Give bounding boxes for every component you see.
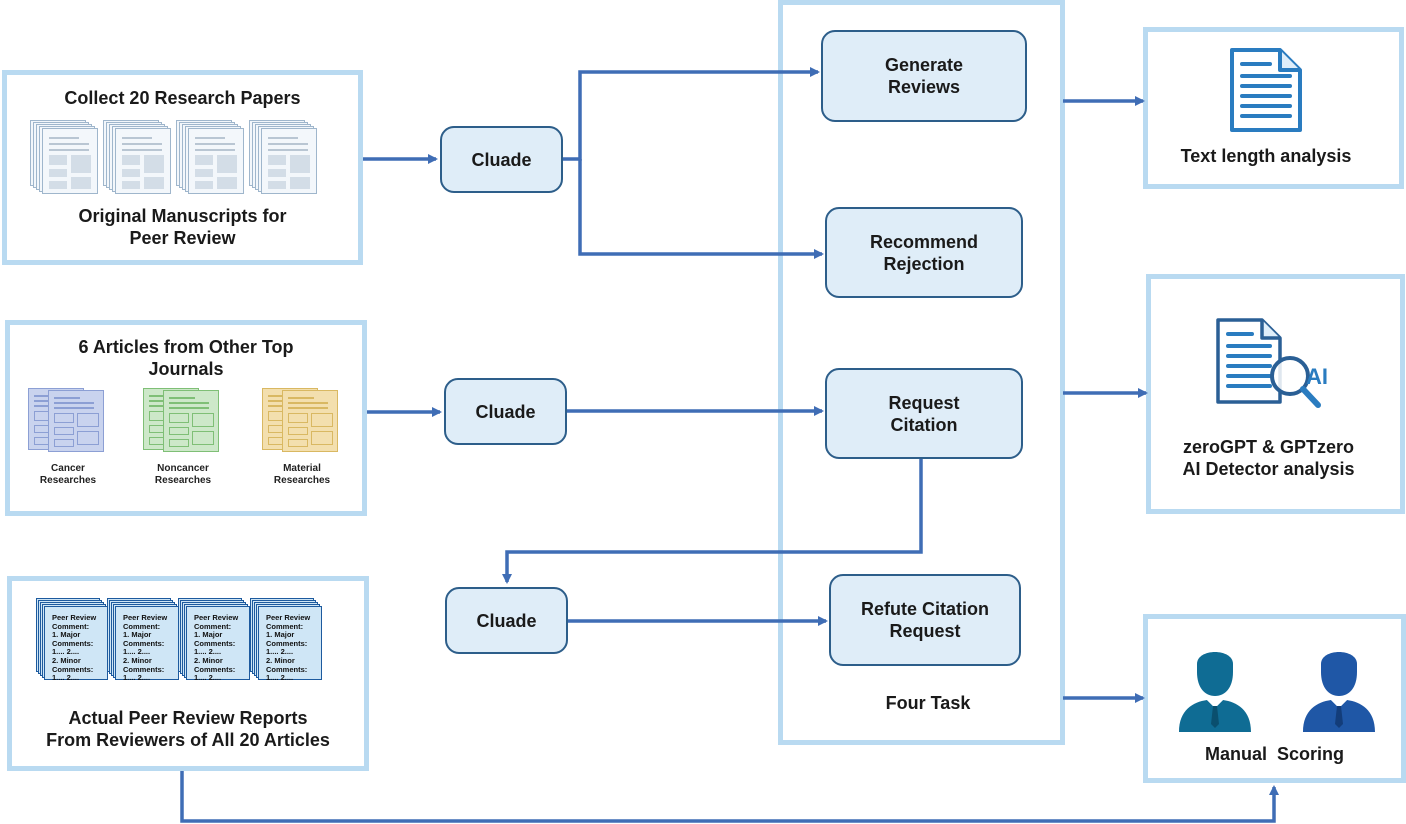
arrow-cluade-to-reject xyxy=(578,159,824,259)
arrow-reviews-to-manual xyxy=(180,771,1279,823)
arrow-cluade-to-generate xyxy=(562,67,820,161)
article-group-label: Cancer Researches xyxy=(39,463,97,486)
cluade-node-top[interactable]: Cluade xyxy=(440,126,563,193)
review-report-sheet xyxy=(258,606,322,680)
review-report-text: Peer Review Comment: 1. Major Comments: … xyxy=(194,613,239,683)
reviewer-person-icon xyxy=(1303,652,1375,732)
task-request-citation[interactable]: Request Citation xyxy=(825,368,1023,459)
reviewer-person-icon xyxy=(1179,652,1251,732)
article-thumbnail xyxy=(143,388,219,458)
article-page xyxy=(48,390,104,452)
manual-panel xyxy=(1143,614,1406,783)
arrow-citation-to-cluade xyxy=(502,458,923,584)
length-label: Text length analysis xyxy=(1180,146,1352,166)
article-group-label: Material Researches xyxy=(273,463,331,486)
document-search-icon xyxy=(1216,318,1321,408)
document-icon xyxy=(1230,48,1302,132)
review-report-sheet xyxy=(115,606,179,680)
task-generate-reviews[interactable]: Generate Reviews xyxy=(821,30,1027,122)
review-report-text: Peer Review Comment: 1. Major Comments: … xyxy=(266,613,311,683)
article-group-label: Noncancer Researches xyxy=(154,463,212,486)
review-report-stack: Peer Review Comment: 1. Major Comments: … xyxy=(36,598,108,684)
review-report-text: Peer Review Comment: 1. Major Comments: … xyxy=(123,613,168,683)
articles-title: 6 Articles from Other Top Journals xyxy=(78,337,294,379)
cluade-node-bottom[interactable]: Cluade xyxy=(445,587,568,654)
review-report-stack: Peer Review Comment: 1. Major Comments: … xyxy=(250,598,322,684)
article-page xyxy=(163,390,219,452)
cluade-node-middle[interactable]: Cluade xyxy=(444,378,567,445)
papers-title: Collect 20 Research Papers xyxy=(64,88,301,108)
task-refute-citation[interactable]: Refute Citation Request xyxy=(829,574,1021,666)
review-report-sheet xyxy=(186,606,250,680)
task-recommend-rejection[interactable]: Recommend Rejection xyxy=(825,207,1023,298)
tasks-footer: Four Task xyxy=(885,693,971,713)
ai-badge: AI xyxy=(1306,364,1328,389)
papers-caption: Original Manuscripts for Peer Review xyxy=(78,206,287,248)
article-thumbnail xyxy=(28,388,104,458)
article-page xyxy=(282,390,338,452)
review-report-stack: Peer Review Comment: 1. Major Comments: … xyxy=(107,598,179,684)
review-report-stack: Peer Review Comment: 1. Major Comments: … xyxy=(178,598,250,684)
review-report-text: Peer Review Comment: 1. Major Comments: … xyxy=(52,613,97,683)
reviews-caption: Actual Peer Review Reports From Reviewer… xyxy=(46,708,330,750)
manuscript-sheet xyxy=(42,128,98,194)
manuscript-sheet xyxy=(188,128,244,194)
manuscript-sheet xyxy=(115,128,171,194)
manual-label: Manual Scoring xyxy=(1204,744,1345,764)
article-thumbnail xyxy=(262,388,338,458)
detector-label: zeroGPT & GPTzero AI Detector analysis xyxy=(1182,437,1355,479)
manuscript-sheet xyxy=(261,128,317,194)
review-report-sheet xyxy=(44,606,108,680)
